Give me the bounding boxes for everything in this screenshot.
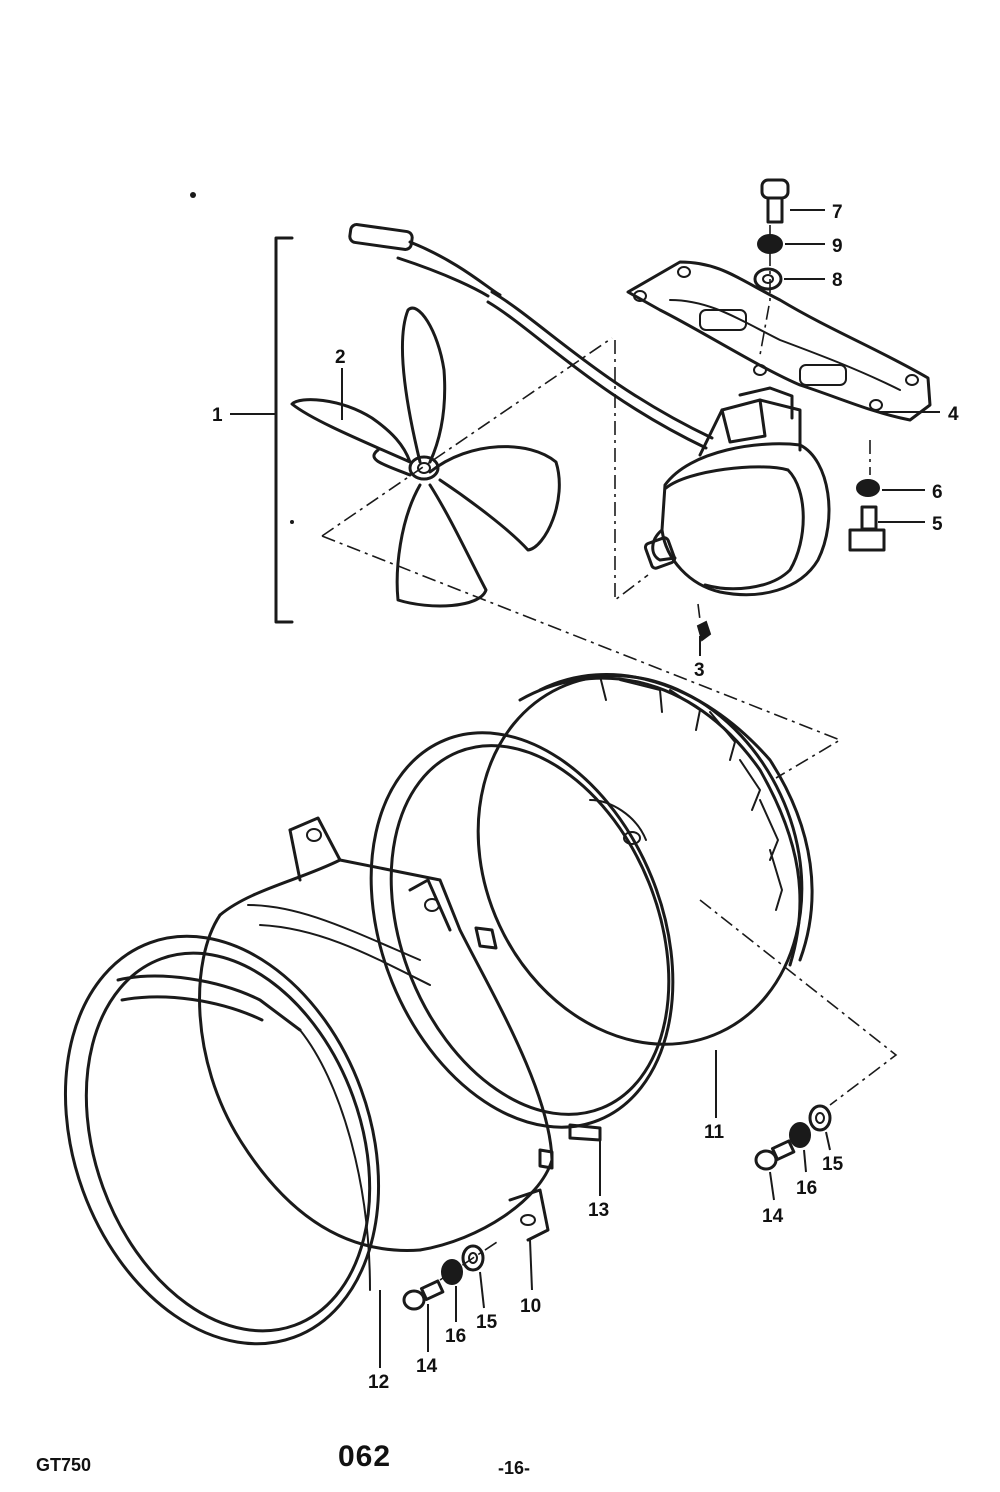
washer-16-right	[789, 1122, 811, 1148]
washer-8	[753, 267, 783, 291]
washer-15-right	[808, 1104, 832, 1132]
callout-16-left: 16	[445, 1326, 466, 1347]
callout-11: 11	[704, 1122, 725, 1143]
screw-14-right	[754, 1139, 796, 1171]
washer-16-left	[441, 1259, 463, 1285]
footer-page-number: -16-	[498, 1458, 531, 1478]
screw-14-left	[402, 1279, 445, 1311]
footer-model-code: GT750	[36, 1455, 92, 1475]
callout-4: 4	[948, 404, 959, 425]
callout-10: 10	[520, 1296, 541, 1317]
mounting-plate	[626, 260, 932, 422]
callout-13: 13	[588, 1200, 609, 1221]
callout-16-right: 16	[796, 1178, 817, 1199]
motor-wire	[348, 223, 714, 450]
nut-3	[696, 620, 712, 642]
alignment-lines	[321, 225, 898, 1281]
callout-8: 8	[832, 270, 843, 291]
footer-page-code: 062	[338, 1440, 392, 1473]
callout-1: 1	[212, 405, 223, 426]
washer-6	[856, 479, 880, 497]
callout-9: 9	[832, 236, 843, 257]
fan-housing	[198, 816, 554, 1252]
callout-14-right: 14	[762, 1206, 784, 1227]
fan-blade	[290, 306, 561, 608]
bolt-7	[760, 178, 790, 224]
fan-motor	[643, 386, 831, 597]
band-ring	[369, 731, 675, 1142]
print-speck	[190, 192, 196, 198]
callout-15-right: 15	[822, 1154, 844, 1175]
callout-15-left: 15	[476, 1312, 498, 1333]
callout-7: 7	[832, 202, 843, 223]
callout-3: 3	[694, 660, 705, 681]
callout-5: 5	[932, 514, 943, 535]
clamp-ring	[63, 934, 381, 1346]
callout-6: 6	[932, 482, 943, 503]
callout-12: 12	[368, 1372, 389, 1393]
washer-15-left	[461, 1244, 485, 1272]
bolt-5	[848, 505, 886, 552]
fan-shroud	[476, 673, 814, 1046]
assembly-bracket	[274, 236, 294, 624]
callout-2: 2	[335, 347, 346, 368]
callout-14-left: 14	[416, 1356, 438, 1377]
leader-lines	[230, 209, 940, 1368]
print-speck	[290, 520, 294, 524]
